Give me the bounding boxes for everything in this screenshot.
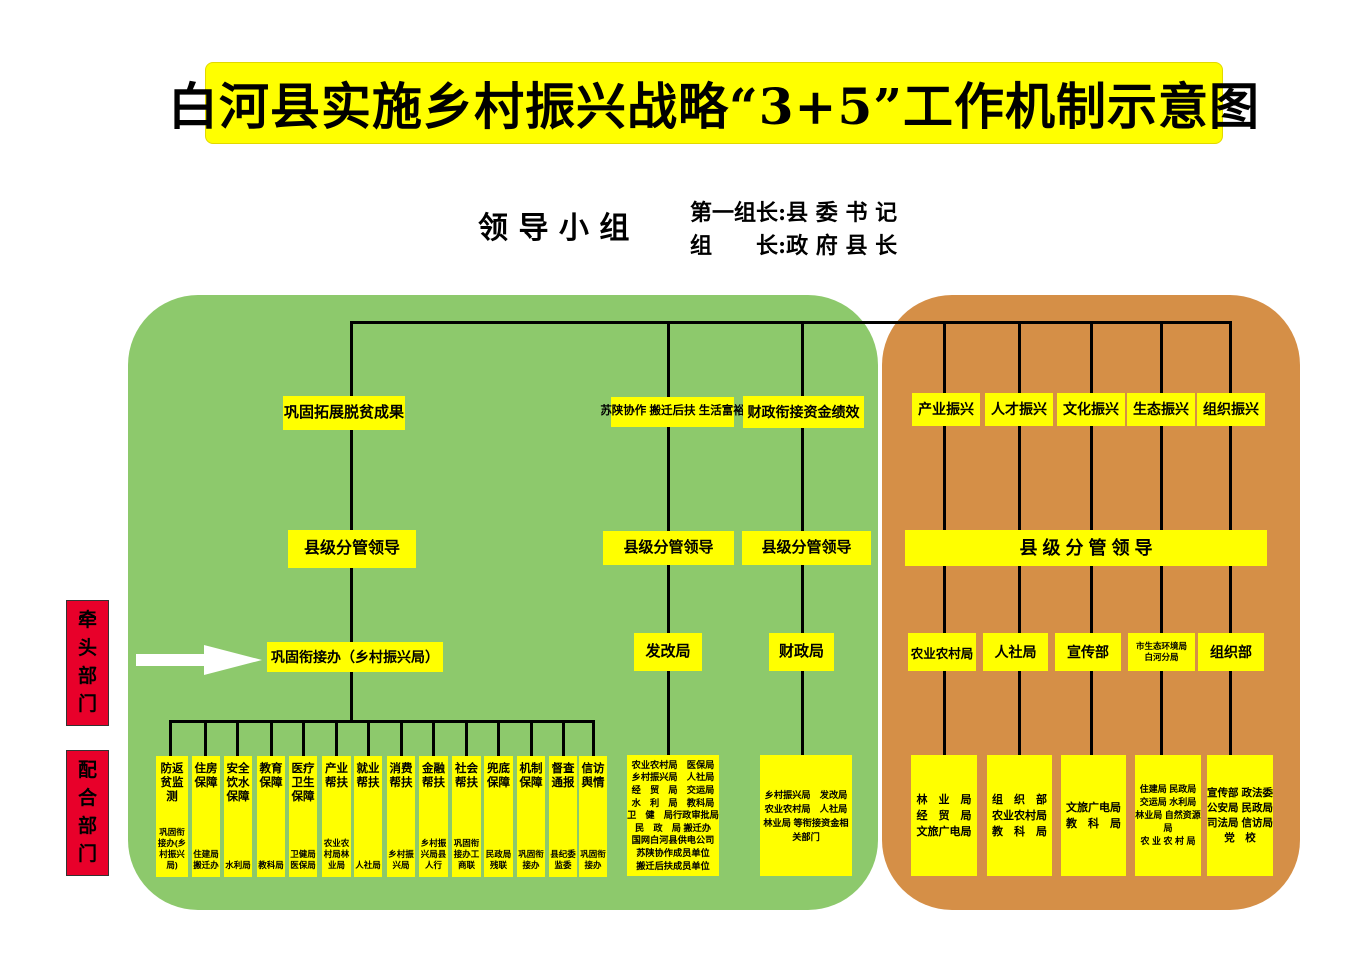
col2-county-leader: 县级分管领导 bbox=[603, 531, 734, 565]
second-leader-line: 组 长:政 府 县 长 bbox=[690, 233, 898, 259]
members-culture: 文旅广电局 教 科 局 bbox=[1061, 755, 1126, 876]
sub-box: 督查通报县纪委监委 bbox=[549, 756, 577, 877]
col1-lead-office: 巩固衔接办（乡村振兴局） bbox=[267, 642, 443, 672]
col3-members: 乡村振兴局 发改局 农业农村局 人社局 林业局 等衔接资金相关部门 bbox=[760, 755, 852, 876]
sub-box: 住房保障住建局搬迁办 bbox=[192, 756, 220, 877]
sub-box: 消费帮扶乡村振兴局 bbox=[387, 756, 415, 877]
sub-box: 就业帮扶人社局 bbox=[354, 756, 382, 877]
task-coop-relocation: 苏陕协作 搬迁后扶 生活富裕 bbox=[600, 397, 745, 427]
lead-ecology: 市生态环境局 白河分局 bbox=[1128, 633, 1195, 671]
sub-box: 兜底保障民政局残联 bbox=[484, 756, 513, 877]
sub-box: 安全饮水保障水利局 bbox=[224, 756, 252, 877]
arrow-icon bbox=[136, 645, 262, 675]
title-banner: 白河县实施乡村振兴战略“3+5”工作机制示意图 bbox=[168, 62, 1259, 144]
task-industry: 产业振兴 bbox=[912, 393, 980, 426]
orange-county-leader: 县 级 分 管 领 导 bbox=[905, 530, 1267, 566]
task-organization: 组织振兴 bbox=[1197, 393, 1265, 426]
members-organization: 宣传部 政法委 公安局 民政局 司法局 信访局 党 校 bbox=[1207, 755, 1273, 876]
task-culture: 文化振兴 bbox=[1057, 393, 1125, 426]
first-leader-line: 第一组长:县 委 书 记 bbox=[690, 200, 898, 226]
sub-box: 信访舆情巩固衔接办 bbox=[579, 756, 607, 877]
sub-box: 社会帮扶巩固衔接办工商联 bbox=[452, 756, 481, 877]
sub-box: 防返贫监测巩固衔接办(乡村振兴局) bbox=[156, 756, 188, 877]
lead-department-label: 牵头部门 bbox=[66, 600, 109, 726]
members-ecology: 住建局 民政局 交运局 水利局 林业局 自然资源局 农 业 农 村 局 bbox=[1135, 755, 1201, 876]
col3-lead-office: 财政局 bbox=[769, 633, 834, 671]
leadership-group-label: 领 导 小 组 bbox=[478, 211, 630, 246]
col2-members: 农业农村局 医保局 乡村振兴局 人社局 经 贸 局 交运局 水 利 局 教科局 … bbox=[627, 755, 719, 876]
sub-connector bbox=[169, 720, 595, 723]
lead-publicity: 宣传部 bbox=[1055, 633, 1121, 671]
sub-box: 机制保障巩固衔接办 bbox=[517, 756, 545, 877]
members-industry: 林 业 局 经 贸 局 文旅广电局 bbox=[911, 755, 977, 876]
lead-organization: 组织部 bbox=[1198, 633, 1264, 671]
members-talent: 组 织 部 农业农村局 教 科 局 bbox=[987, 755, 1052, 876]
diagram-title: 白河县实施乡村振兴战略“3+5”工作机制示意图 bbox=[168, 77, 1260, 136]
sub-box: 教育保障教科局 bbox=[257, 756, 285, 877]
col2-lead-office: 发改局 bbox=[634, 633, 702, 671]
col3-county-leader: 县级分管领导 bbox=[742, 531, 871, 565]
cooperating-department-label: 配合部门 bbox=[66, 750, 109, 876]
task-consolidate-poverty: 巩固拓展脱贫成果 bbox=[283, 396, 405, 430]
sub-box: 金融帮扶乡村振兴局县人行 bbox=[419, 756, 448, 877]
sub-box: 产业帮扶农业农村局林业局 bbox=[322, 756, 351, 877]
lead-hr: 人社局 bbox=[983, 633, 1048, 671]
task-fiscal-funds: 财政衔接资金绩效 bbox=[743, 396, 864, 428]
top-connector bbox=[350, 321, 1232, 324]
col1-county-leader: 县级分管领导 bbox=[288, 530, 416, 568]
task-talent: 人才振兴 bbox=[985, 393, 1053, 426]
lead-agriculture: 农业农村局 bbox=[908, 633, 976, 671]
task-ecology: 生态振兴 bbox=[1127, 393, 1195, 426]
sub-box: 医疗卫生保障卫健局医保局 bbox=[289, 756, 317, 877]
